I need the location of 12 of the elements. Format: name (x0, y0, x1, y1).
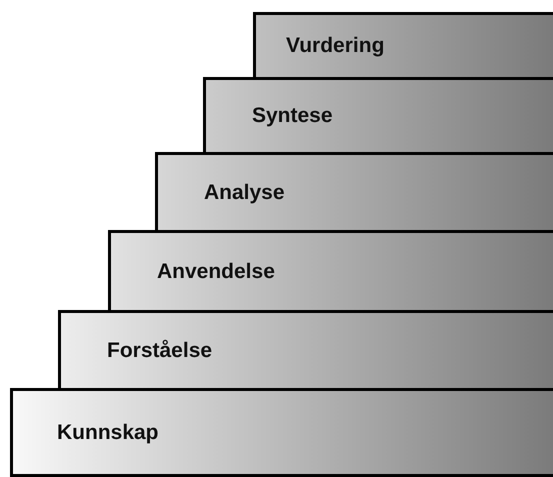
step-label: Syntese (252, 104, 333, 128)
stair-step (253, 12, 553, 80)
step-label: Forståelse (107, 338, 212, 362)
stair-step (10, 388, 553, 477)
stair-step (58, 310, 553, 391)
stair-step (108, 230, 553, 313)
step-label: Analyse (204, 180, 285, 204)
step-label: Anvendelse (157, 260, 275, 284)
step-label: Kunnskap (57, 420, 159, 444)
stair-step (155, 152, 553, 233)
stair-step (203, 77, 553, 155)
step-label: Vurdering (286, 34, 384, 58)
